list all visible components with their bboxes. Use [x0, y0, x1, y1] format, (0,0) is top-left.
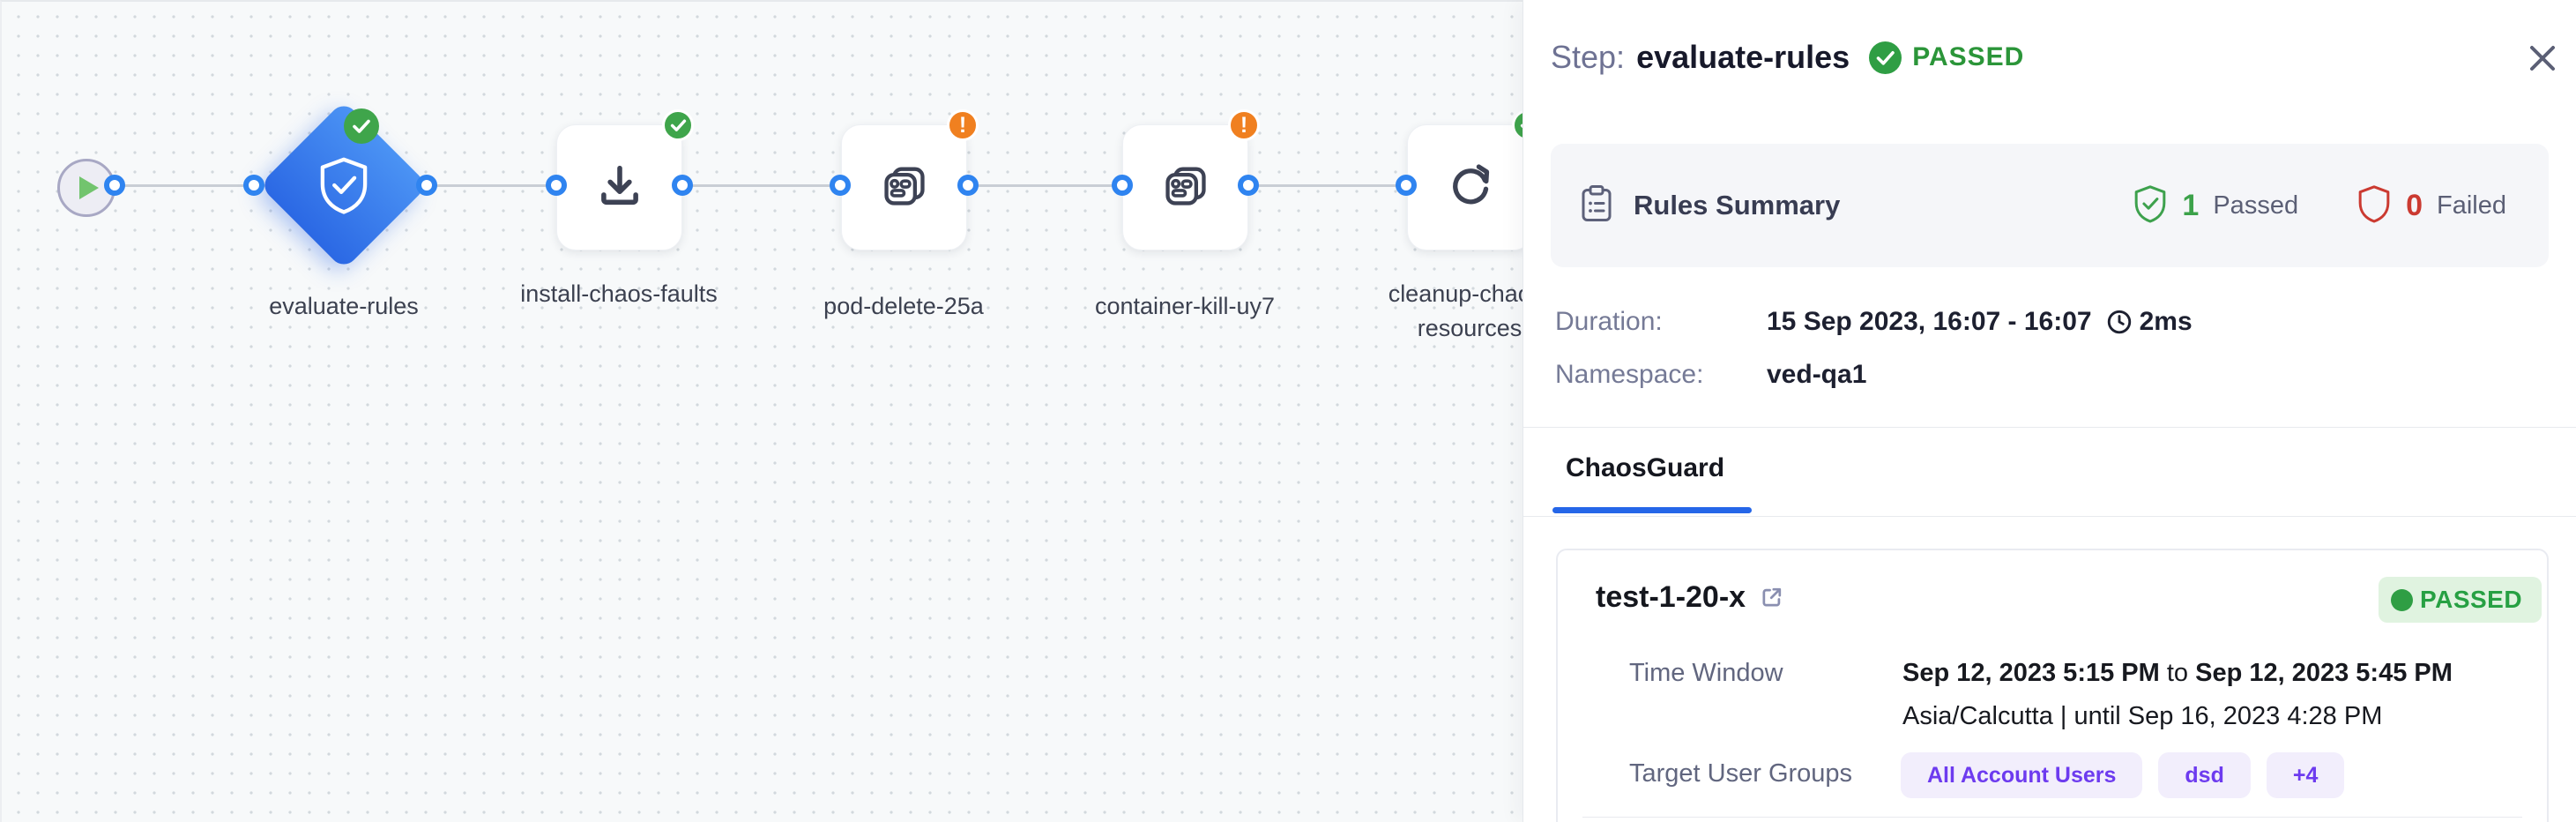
- retry-icon: [1445, 160, 1496, 215]
- shield-passed-icon: [2133, 184, 2168, 228]
- port[interactable]: [546, 175, 567, 196]
- port[interactable]: [830, 175, 851, 196]
- group-chip-more[interactable]: +4: [2266, 752, 2345, 798]
- node-cleanup-chaos-resources[interactable]: [1407, 124, 1523, 250]
- section-divider: [1523, 427, 2576, 428]
- status-success-badge: [662, 109, 694, 141]
- shield-failed-icon: [2356, 184, 2392, 228]
- time-from: Sep 12, 2023 5:15 PM: [1902, 659, 2160, 687]
- passed-label: Passed: [2213, 191, 2299, 220]
- status-success-badge: [344, 108, 379, 144]
- node-label-install-chaos-faults: install-chaos-faults: [520, 280, 718, 307]
- node-pod-delete-25a[interactable]: [841, 124, 967, 250]
- pipeline-start-node[interactable]: [57, 159, 115, 217]
- status-warning-badge: !: [1228, 109, 1260, 141]
- step-status-passed: PASSED: [1912, 42, 2025, 71]
- download-icon: [594, 160, 645, 215]
- port[interactable]: [416, 175, 437, 196]
- pipeline-connector: [115, 184, 1407, 187]
- chaos-experiment-icon: [880, 161, 929, 214]
- group-chip-dsd[interactable]: dsd: [2158, 752, 2251, 798]
- duration-range: 15 Sep 2023, 16:07 - 16:07: [1767, 307, 2092, 336]
- step-prefix: Step:: [1551, 39, 1626, 75]
- pipeline-canvas[interactable]: ! !: [0, 0, 1523, 822]
- chaos-experiment-icon: [1161, 161, 1210, 214]
- tab-chaosguard[interactable]: ChaosGuard: [1566, 453, 1725, 482]
- condition-status-text: PASSED: [2420, 586, 2523, 613]
- failed-label: Failed: [2437, 191, 2506, 220]
- time-window-value: Sep 12, 2023 5:15 PM to Sep 12, 2023 5:4…: [1902, 659, 2453, 688]
- failed-count: 0: [2406, 188, 2423, 222]
- time-join: to: [2166, 659, 2189, 687]
- port[interactable]: [243, 175, 264, 196]
- close-icon[interactable]: [2523, 39, 2562, 78]
- duration-label: Duration:: [1555, 307, 1663, 336]
- duration-value: 15 Sep 2023, 16:07 - 16:07 2ms: [1767, 307, 2193, 337]
- port[interactable]: [1238, 175, 1259, 196]
- node-label-evaluate-rules: evaluate-rules: [269, 293, 419, 319]
- time-window-label: Time Window: [1629, 659, 1783, 687]
- rules-summary-box: Rules Summary 1 Passed 0 Failed: [1551, 144, 2549, 267]
- port[interactable]: [957, 175, 979, 196]
- node-label-container-kill-uy7: container-kill-uy7: [1094, 293, 1276, 319]
- rules-summary-title: Rules Summary: [1634, 190, 1841, 220]
- external-link-icon[interactable]: [1758, 584, 1785, 611]
- step-title: evaluate-rules: [1636, 39, 1850, 75]
- node-label-pod-delete-25a: pod-delete-25a: [823, 293, 984, 319]
- panel-header: Step: evaluate-rules PASSED: [1551, 39, 2024, 76]
- condition-name: test-1-20-x: [1596, 580, 1746, 614]
- active-tab-indicator: [1552, 507, 1752, 513]
- rules-summary-counts: 1 Passed 0 Failed: [2133, 184, 2506, 228]
- status-warning-badge: !: [947, 109, 979, 141]
- step-details-panel: Step: evaluate-rules PASSED Rules Summar…: [1523, 0, 2576, 822]
- time-to: Sep 12, 2023 5:45 PM: [2195, 659, 2453, 687]
- node-evaluate-rules[interactable]: [258, 100, 429, 271]
- namespace-label: Namespace:: [1555, 360, 1704, 389]
- shield-check-icon: [316, 156, 371, 214]
- port[interactable]: [672, 175, 693, 196]
- status-dot: [2391, 588, 2413, 611]
- node-container-kill-uy7[interactable]: [1122, 124, 1248, 250]
- timezone-line: Asia/Calcutta | until Sep 16, 2023 4:28 …: [1902, 702, 2383, 730]
- port[interactable]: [1396, 175, 1417, 196]
- group-chip-all-account-users[interactable]: All Account Users: [1901, 752, 2143, 798]
- tabbar-divider: [1523, 516, 2576, 517]
- node-label-cleanup-chaos-resources: cleanup-chaos-resources: [1388, 280, 1523, 341]
- port[interactable]: [104, 175, 125, 196]
- play-icon: [79, 176, 99, 199]
- duration-elapsed: 2ms: [2139, 307, 2193, 336]
- namespace-value: ved-qa1: [1767, 360, 1867, 389]
- clock-icon: [2106, 309, 2133, 335]
- node-install-chaos-faults[interactable]: [556, 124, 682, 250]
- card-row-divider: [1582, 817, 2522, 818]
- target-user-groups: All Account Users dsd +4: [1901, 752, 2345, 798]
- port[interactable]: [1112, 175, 1133, 196]
- chaosguard-condition-card: test-1-20-x PASSED Time Window Sep 12, 2…: [1556, 549, 2549, 822]
- passed-count: 1: [2182, 188, 2200, 222]
- check-circle-icon: [1869, 41, 1902, 74]
- target-user-groups-label: Target User Groups: [1629, 759, 1853, 788]
- clipboard-icon: [1579, 184, 1614, 228]
- condition-status-badge: PASSED: [2379, 577, 2542, 623]
